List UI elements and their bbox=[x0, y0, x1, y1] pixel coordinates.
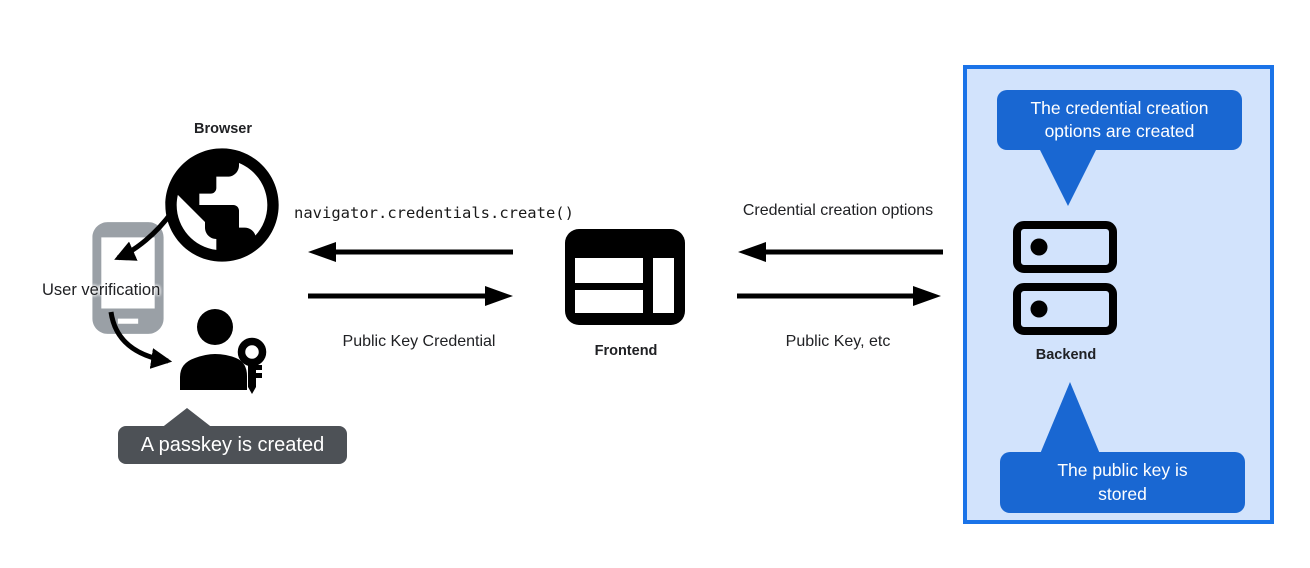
server-stack-icon bbox=[1013, 221, 1117, 335]
arrow-browser-to-frontend-icon bbox=[308, 285, 513, 307]
options-created-text: The credential creation options are crea… bbox=[1030, 98, 1209, 142]
user-verification-label: User verification bbox=[42, 281, 161, 299]
arrow-backend-to-frontend-icon bbox=[738, 241, 943, 263]
options-created-bubble: The credential creation options are crea… bbox=[997, 90, 1242, 151]
public-key-credential-label: Public Key Credential bbox=[342, 333, 496, 350]
public-key-stored-text: The public key is stored bbox=[1057, 460, 1188, 504]
passkey-created-tooltip: A passkey is created bbox=[118, 426, 347, 464]
arrow-frontend-to-backend-icon bbox=[737, 285, 941, 307]
frontend-node-label: Frontend bbox=[594, 343, 658, 359]
browser-node-label: Browser bbox=[193, 121, 253, 137]
backend-node-label: Backend bbox=[1035, 347, 1097, 363]
public-key-stored-bubble-tail bbox=[1040, 382, 1100, 454]
public-key-etc-label: Public Key, etc bbox=[785, 333, 891, 350]
public-key-stored-bubble: The public key is stored bbox=[1000, 452, 1245, 513]
globe-icon bbox=[154, 137, 290, 273]
arrow-frontend-to-browser-icon bbox=[308, 241, 513, 263]
person-with-key-icon bbox=[176, 302, 276, 402]
credential-creation-options-label: Credential creation options bbox=[742, 202, 934, 219]
passkey-tooltip-pointer bbox=[160, 408, 214, 429]
passkey-created-text: A passkey is created bbox=[140, 434, 325, 456]
verification-flow-arrows bbox=[80, 190, 280, 380]
options-created-bubble-tail bbox=[1039, 148, 1097, 206]
browser-window-icon bbox=[565, 229, 685, 325]
navigator-credentials-create-label: navigator.credentials.create() bbox=[294, 204, 574, 222]
